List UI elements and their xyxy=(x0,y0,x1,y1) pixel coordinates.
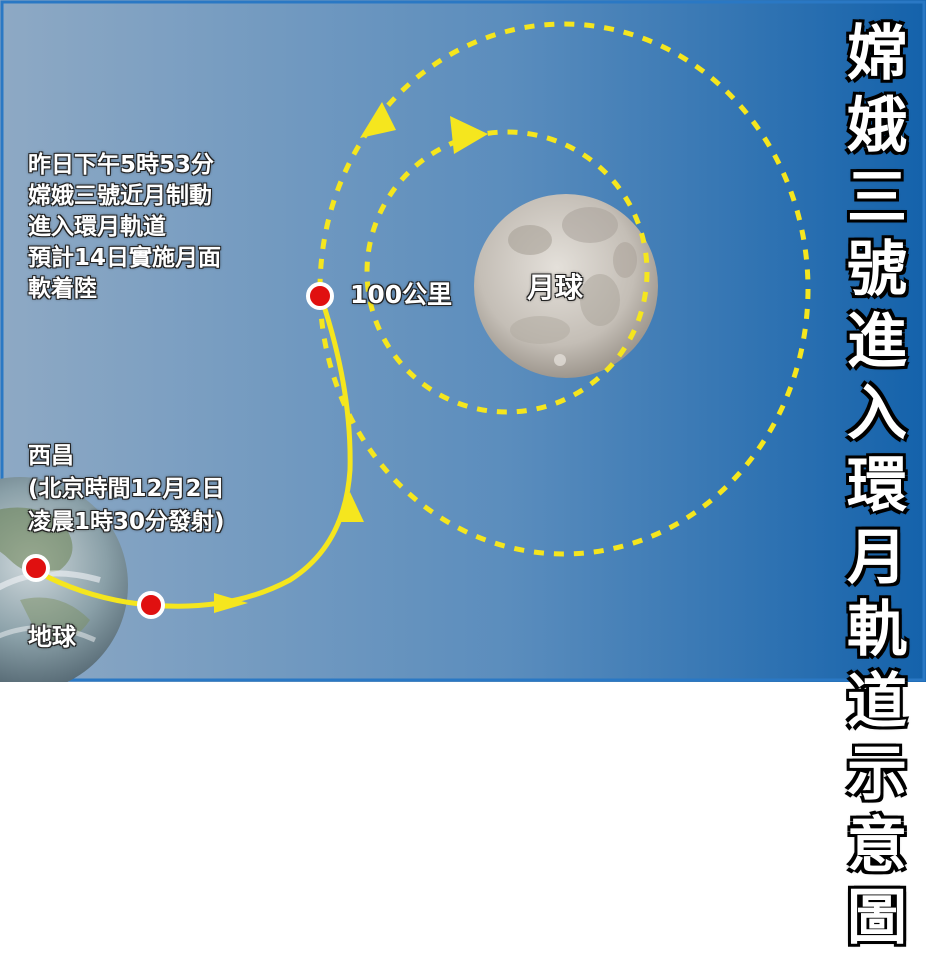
inner-orbit-arrow-icon xyxy=(450,116,488,154)
title-char: 道 xyxy=(847,667,907,737)
moon xyxy=(474,194,658,378)
diagram-canvas xyxy=(0,0,926,682)
moon-label: 月球 xyxy=(527,271,584,304)
title-char: 入 xyxy=(847,379,907,449)
earth-label: 地球 xyxy=(28,623,76,651)
title-char: 軌 xyxy=(847,595,907,665)
trajectory-marker xyxy=(137,591,165,619)
title-char: 圖 xyxy=(847,883,907,953)
diagram-frame xyxy=(0,0,926,682)
title-char: 示 xyxy=(847,739,907,809)
frame-border xyxy=(0,0,926,682)
info-line: 嫦娥三號近月制動 xyxy=(28,183,212,209)
diagram-title: 嫦娥三號進入環月軌道示意圖 xyxy=(838,18,916,954)
launch-time-line: (北京時間12月2日 xyxy=(28,476,225,502)
inner-orbit xyxy=(364,129,650,415)
outer-orbit-arrow-icon xyxy=(360,102,396,138)
launch-site: 西昌 xyxy=(28,443,74,469)
launch-info: 西昌 (北京時間12月2日 凌晨1時30分發射) xyxy=(28,440,225,539)
title-char: 進 xyxy=(847,307,907,377)
info-line: 軟着陸 xyxy=(28,276,97,302)
distance-label: 100公里 xyxy=(350,280,453,309)
title-char: 嫦 xyxy=(847,19,907,89)
background xyxy=(0,0,926,682)
info-line: 進入環月軌道 xyxy=(28,214,166,240)
info-line: 預計14日實施月面 xyxy=(28,245,222,271)
title-char: 號 xyxy=(847,235,907,305)
title-char: 三 xyxy=(847,163,907,233)
event-info: 昨日下午5時53分 嫦娥三號近月制動 進入環月軌道 預計14日實施月面 軟着陸 xyxy=(28,150,221,305)
trajectory-arrow-icon xyxy=(214,593,248,613)
braking-marker xyxy=(306,282,334,310)
outer-orbit xyxy=(317,21,811,557)
launch-time-line: 凌晨1時30分發射) xyxy=(28,509,225,535)
transfer-trajectory xyxy=(36,299,353,609)
title-char: 娥 xyxy=(847,91,907,161)
launch-marker xyxy=(22,554,50,582)
trajectory-arrow-icon xyxy=(336,492,364,522)
title-char: 月 xyxy=(847,523,907,593)
title-char: 環 xyxy=(847,451,907,521)
info-line: 昨日下午5時53分 xyxy=(28,152,215,178)
title-char: 意 xyxy=(847,811,907,881)
